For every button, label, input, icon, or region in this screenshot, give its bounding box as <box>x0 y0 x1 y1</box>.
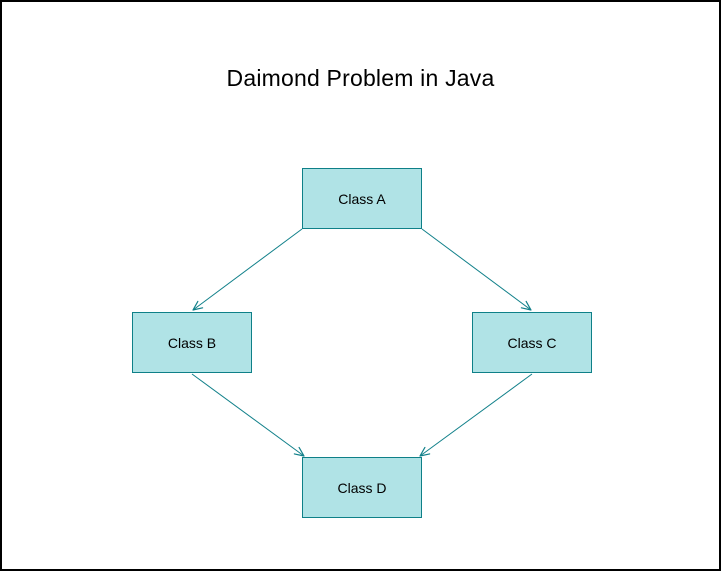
edge-class-a-to-class-c <box>421 228 532 311</box>
node-class-c: Class C <box>472 312 592 373</box>
edge-class-c-to-class-d <box>419 373 533 457</box>
node-label: Class A <box>338 190 386 207</box>
edge-class-a-to-class-b <box>192 228 303 311</box>
node-label: Class C <box>507 334 557 351</box>
diagram-title: Daimond Problem in Java <box>226 65 495 91</box>
node-class-b: Class B <box>132 312 252 373</box>
node-class-d: Class D <box>302 457 422 518</box>
node-label: Class B <box>167 334 217 351</box>
node-label: Class D <box>337 479 387 496</box>
node-class-a: Class A <box>302 168 422 229</box>
edge-class-b-to-class-d <box>191 373 305 457</box>
